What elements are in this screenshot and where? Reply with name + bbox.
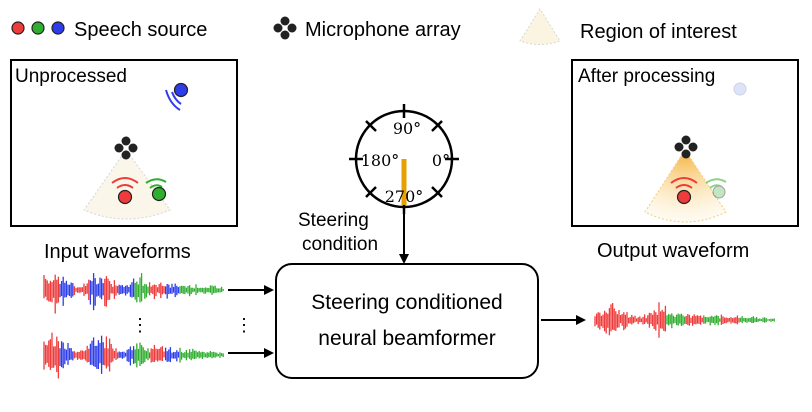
legend-green-source-dot	[31, 21, 45, 35]
processed-panel: After processing	[571, 59, 799, 227]
dial-label-270: 270°	[385, 187, 424, 206]
steering-dial-needle	[401, 159, 407, 205]
dial-label-180: 180°	[361, 151, 400, 170]
input-waveform-ellipsis: ⋮	[131, 315, 149, 335]
input-waveform-2	[43, 332, 224, 379]
beamformer-label-line2: neural beamformer	[318, 327, 495, 350]
beamformer-label-line1: Steering conditioned	[311, 291, 502, 314]
legend-speech-source-label: Speech source	[74, 19, 207, 41]
unprocessed-red-source	[111, 177, 139, 205]
input-waveforms-label: Input waveforms	[44, 241, 191, 263]
steering-condition-label-line2: condition	[302, 234, 378, 255]
beamformer-box	[275, 263, 539, 379]
steering-dial: 90° 180° 0° 270°	[349, 104, 459, 214]
steering-dial-ticks	[349, 104, 459, 214]
input-waveform-1	[43, 273, 224, 314]
processed-blue-source-faint	[733, 82, 747, 96]
processed-red-source	[670, 177, 698, 205]
legend-red-source-dot	[11, 21, 25, 35]
unprocessed-blue-source	[165, 82, 189, 111]
legend-microphone-array-label: Microphone array	[305, 19, 461, 41]
dial-label-90: 90°	[393, 119, 421, 138]
output-waveform-label: Output waveform	[597, 240, 749, 262]
legend-region-of-interest-label: Region of interest	[580, 21, 737, 43]
unprocessed-panel-title: Unprocessed	[15, 66, 127, 87]
dial-label-0: 0°	[432, 151, 450, 170]
processed-green-source-faded	[705, 178, 727, 199]
unprocessed-microphone-array	[114, 136, 138, 160]
legend: Speech source Microphone array Region of…	[11, 8, 737, 45]
legend-blue-source-dot	[51, 21, 65, 35]
legend-region-of-interest-icon	[519, 8, 561, 45]
processed-microphone-array	[674, 135, 698, 159]
beamformer-block: Steering conditioned neural beamformer	[275, 263, 539, 379]
processed-panel-title: After processing	[578, 66, 715, 87]
output-waveform	[594, 302, 775, 338]
steering-condition-label-line1: Steering	[298, 210, 369, 231]
unprocessed-green-source	[145, 178, 167, 202]
unprocessed-panel: Unprocessed	[10, 59, 238, 227]
legend-microphone-array-icon	[273, 16, 297, 40]
input-arrow-ellipsis: ⋮	[235, 315, 253, 335]
